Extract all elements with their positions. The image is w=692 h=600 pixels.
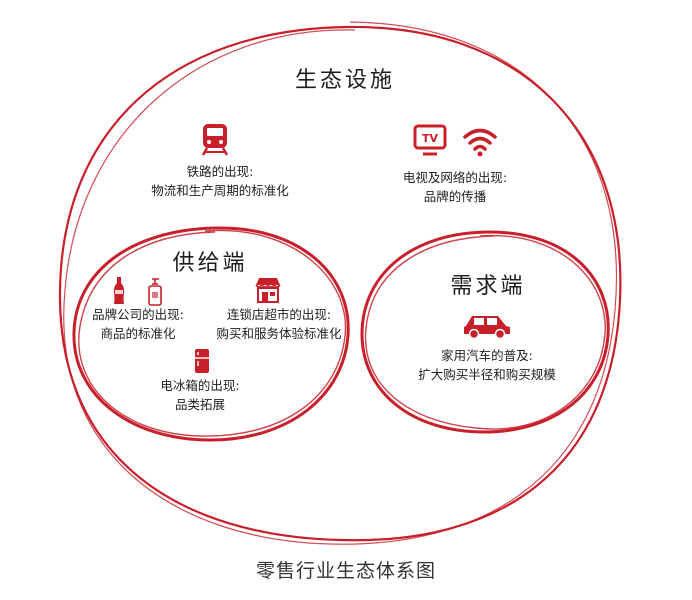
car-line2: 扩大购买半径和购买规模 <box>418 367 556 382</box>
brand-text: 品牌公司的出现: 商品的标准化 <box>78 305 198 343</box>
train-icon <box>201 124 229 156</box>
supply-ring <box>72 226 350 442</box>
outer-ring-sketch <box>63 21 617 545</box>
supply-ring-sketch <box>78 229 347 437</box>
tv-icon: TV <box>413 124 447 156</box>
railway-line2: 物流和生产周期的标准化 <box>151 183 289 198</box>
fridge-line1: 电冰箱的出现: <box>160 378 240 393</box>
chain-line2: 购买和服务体验标准化 <box>216 326 342 341</box>
media-line1: 电视及网络的出现: <box>402 170 508 185</box>
cola-bottle-icon <box>113 277 125 304</box>
brand-line2: 商品的标准化 <box>100 326 176 341</box>
tv-label: TV <box>422 132 439 145</box>
storefront-icon <box>255 278 281 303</box>
chain-text: 连锁店超市的出现: 购买和服务体验标准化 <box>205 305 353 343</box>
outer-ring <box>58 25 622 542</box>
car-text: 家用汽车的普及: 扩大购买半径和购买规模 <box>400 346 574 384</box>
car-icon <box>464 316 510 340</box>
media-line2: 品牌的传播 <box>423 189 487 204</box>
media-text: 电视及网络的出现: 品牌的传播 <box>370 168 540 206</box>
fridge-icon <box>195 349 209 373</box>
brand-line1: 品牌公司的出现: <box>92 307 184 322</box>
chain-line1: 连锁店超市的出现: <box>226 307 332 322</box>
infrastructure-title: 生态设施 <box>294 68 395 93</box>
car-line1: 家用汽车的普及: <box>441 348 533 363</box>
wifi-icon <box>463 128 497 157</box>
figure-caption: 零售行业生态体系图 <box>255 560 436 582</box>
pump-bottle-icon <box>148 278 162 306</box>
demand-title: 需求端 <box>450 274 526 299</box>
fridge-line2: 品类拓展 <box>174 397 225 412</box>
supply-title: 供给端 <box>172 251 248 276</box>
railway-text: 铁路的出现: 物流和生产周期的标准化 <box>120 162 320 200</box>
demand-ring-sketch <box>364 234 606 430</box>
railway-line1: 铁路的出现: <box>186 164 254 179</box>
demand-ring <box>360 230 610 434</box>
fridge-text: 电冰箱的出现: 品类拓展 <box>140 376 260 414</box>
